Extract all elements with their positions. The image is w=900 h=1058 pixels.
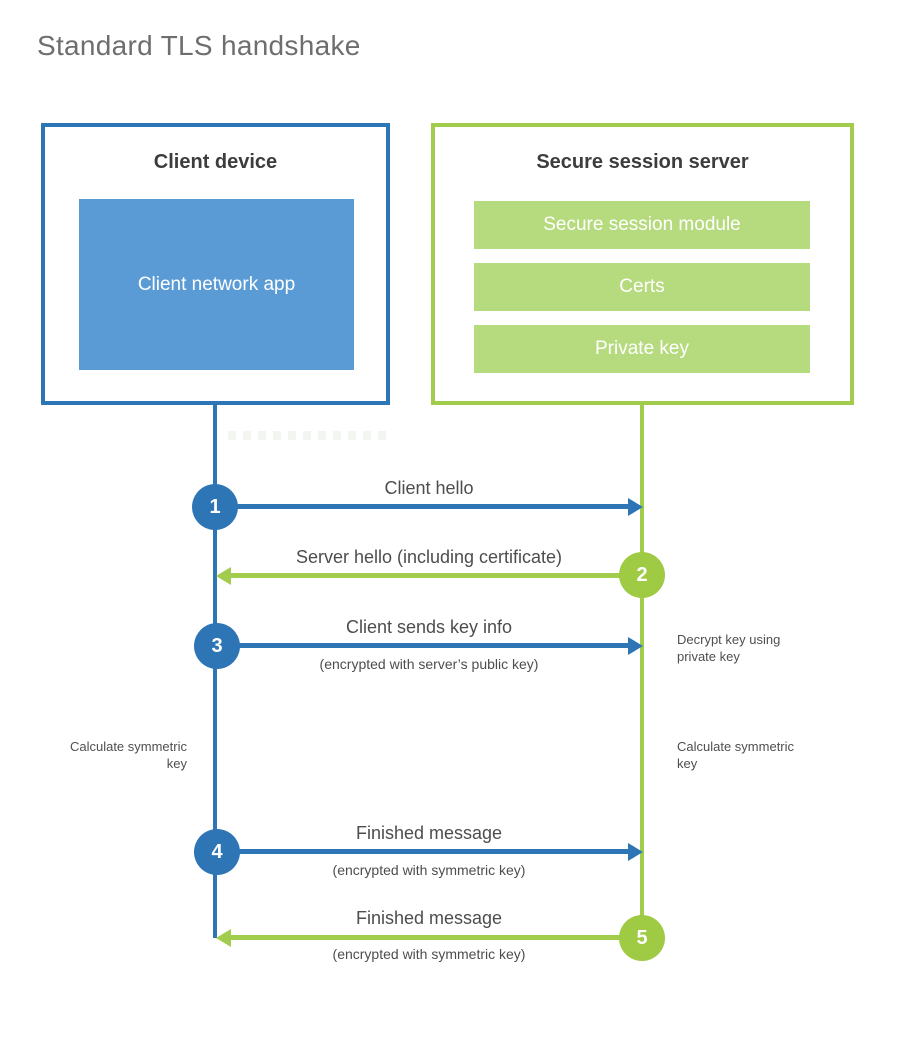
client-network-app-box: Client network app	[79, 199, 354, 370]
message-sublabel-step4: (encrypted with symmetric key)	[332, 862, 526, 878]
step-circle-3: 3	[194, 623, 240, 669]
message-label-step2: Server hello (including certificate)	[295, 547, 563, 567]
step-circle-1: 1	[192, 484, 238, 530]
client-device-box: Client device Client network app	[41, 123, 390, 405]
message-label-step1: Client hello	[384, 478, 474, 498]
arrow-shaft-step1	[215, 504, 629, 509]
server-module-certs: Certs	[474, 263, 810, 311]
note-calculate-symmetric-key-client: Calculate symmetric key	[69, 739, 187, 772]
client-device-title: Client device	[153, 151, 278, 173]
message-label-step5: Finished message	[355, 908, 503, 928]
arrow-head-step1	[628, 498, 643, 516]
arrow-shaft-step5	[231, 935, 642, 940]
note-decrypt-key: Decrypt key using private key	[677, 632, 781, 665]
message-sublabel-step3: (encrypted with server’s public key)	[319, 656, 539, 672]
server-module-list: Secure session module Certs Private key	[474, 201, 810, 387]
note-calculate-symmetric-key-server: Calculate symmetric key	[677, 739, 795, 772]
server-lifeline	[640, 405, 644, 938]
step-circle-2: 2	[619, 552, 665, 598]
arrow-head-step2	[216, 567, 231, 585]
secure-session-server-title: Secure session server	[536, 151, 749, 173]
arrow-head-step4	[628, 843, 643, 861]
message-sublabel-step5: (encrypted with symmetric key)	[332, 946, 526, 962]
arrow-head-step3	[628, 637, 643, 655]
server-module-private-key: Private key	[474, 325, 810, 373]
secure-session-server-box: Secure session server Secure session mod…	[431, 123, 854, 405]
client-network-app-label: Client network app	[137, 273, 296, 295]
step-circle-5: 5	[619, 915, 665, 961]
faint-dash-artifact	[228, 431, 386, 440]
client-lifeline	[213, 405, 217, 938]
page-title: Standard TLS handshake	[37, 30, 361, 61]
message-label-step4: Finished message	[355, 823, 503, 843]
step-circle-4: 4	[194, 829, 240, 875]
arrow-shaft-step3	[215, 643, 629, 648]
server-module-secure-session: Secure session module	[474, 201, 810, 249]
message-label-step3: Client sends key info	[345, 617, 513, 637]
arrow-shaft-step2	[231, 573, 642, 578]
arrow-head-step5	[216, 929, 231, 947]
arrow-shaft-step4	[215, 849, 629, 854]
